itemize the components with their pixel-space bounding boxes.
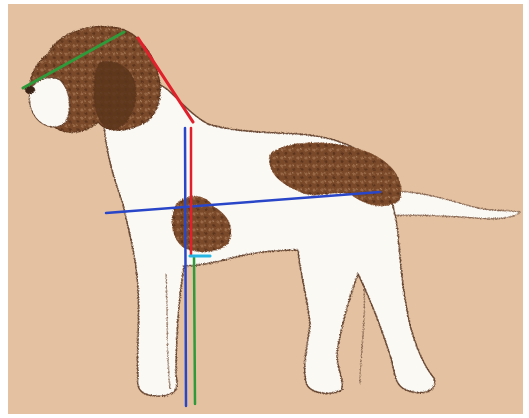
dog-diagram <box>8 4 523 414</box>
height-line-blue <box>185 128 186 406</box>
illustration-frame <box>8 4 523 414</box>
height-line-green <box>194 256 195 404</box>
